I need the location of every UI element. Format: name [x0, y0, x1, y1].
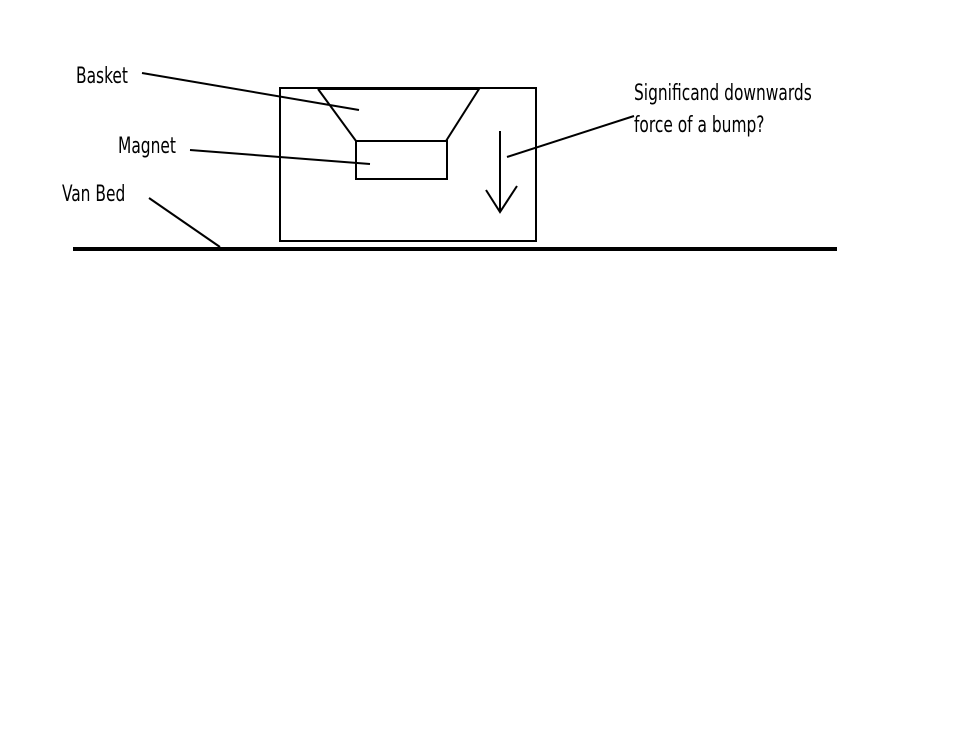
basket-label: Basket	[76, 64, 128, 89]
basket-shape	[317, 88, 481, 142]
force-annotation-line-1: Significand downwards	[634, 81, 812, 106]
speaker-box	[279, 87, 537, 242]
magnet-leader-line	[189, 149, 371, 165]
force-annotation-line-2: force of a bump?	[634, 113, 765, 138]
force-annotation: Significand downwards force of a bump?	[634, 78, 812, 142]
magnet-label: Magnet	[118, 134, 176, 159]
basket-leader-line	[141, 72, 360, 111]
van-bed-leader-line	[148, 197, 221, 248]
van-bed-label: Van Bed	[62, 182, 126, 207]
force-leader-line	[506, 115, 635, 158]
force-arrow-head	[485, 185, 518, 214]
magnet-shape	[355, 140, 448, 180]
